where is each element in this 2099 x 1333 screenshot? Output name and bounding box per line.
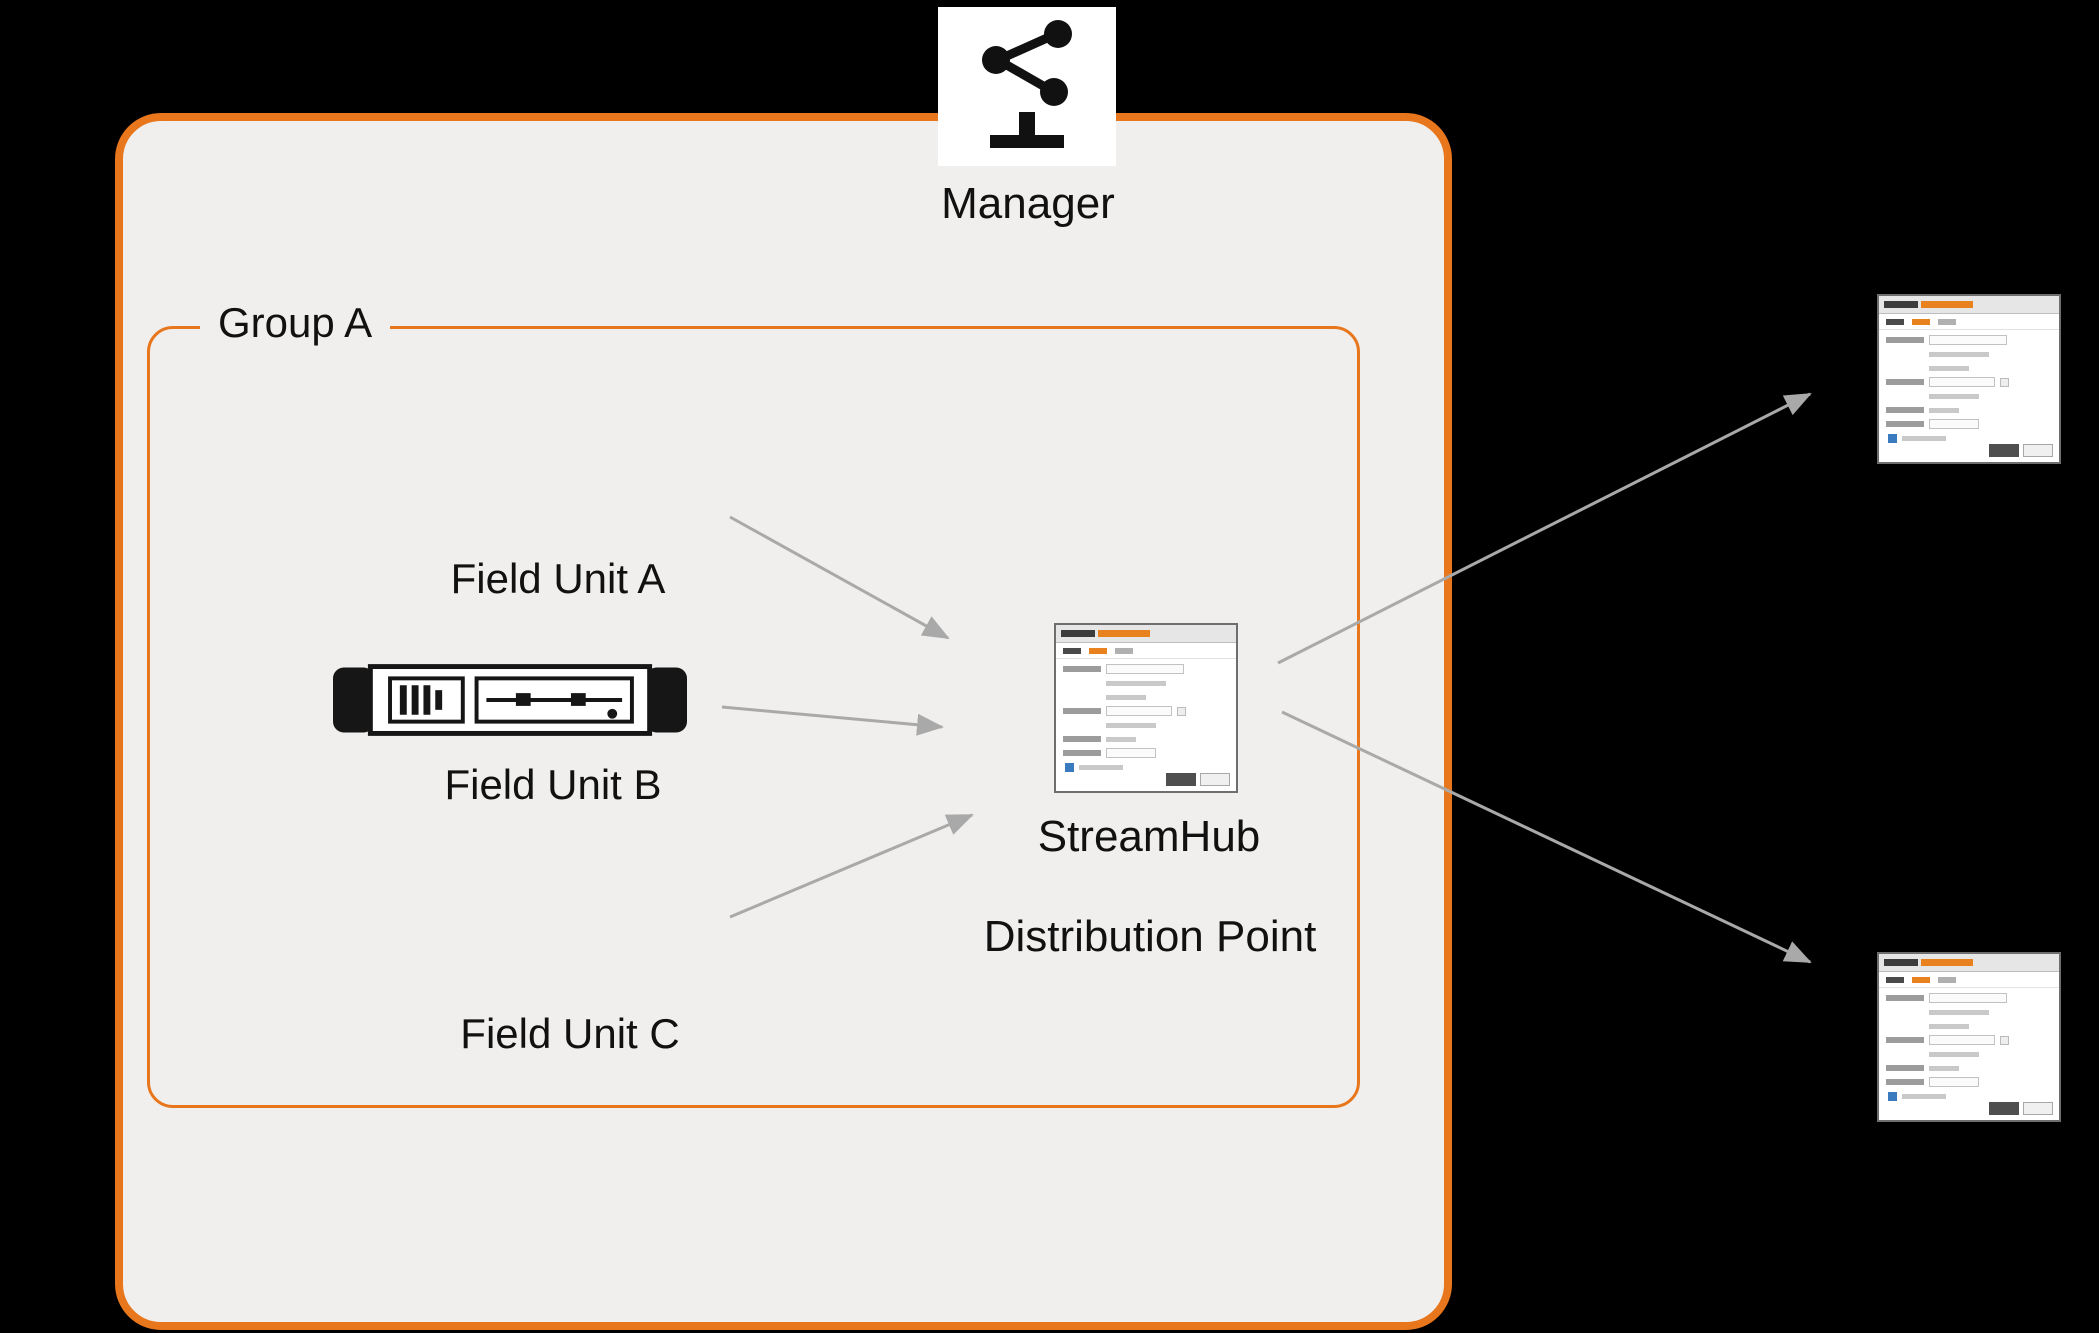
- streamhub-dialog-thumbnail: [1054, 623, 1238, 793]
- group-a-label: Group A: [200, 297, 391, 349]
- dialog-secondary-button: [1200, 773, 1230, 786]
- dialog-checkbox: [1065, 762, 1074, 772]
- monitor-base: [990, 135, 1064, 148]
- manager-monitor-icon: [938, 7, 1116, 166]
- field-unit-device-icon: [333, 664, 687, 736]
- monitor-stand: [1019, 112, 1035, 135]
- dialog-buttons: [1166, 773, 1230, 786]
- manager-label: Manager: [941, 179, 1115, 228]
- dialog-form: [1056, 659, 1236, 772]
- field-unit-a-label: Field Unit A: [450, 555, 666, 602]
- dialog-title-highlight: [1098, 630, 1150, 637]
- dialog-title-text: [1061, 630, 1095, 637]
- streamhub-label: StreamHub: [1037, 812, 1261, 861]
- field-unit-b-label: Field Unit B: [444, 761, 662, 808]
- distribution-point-label: Distribution Point: [983, 912, 1317, 961]
- dialog-primary-button: [1166, 773, 1196, 786]
- dialog-tabs: [1056, 643, 1236, 659]
- receiver-dialog-bottom: [1877, 952, 2061, 1122]
- share-icon: [982, 20, 1072, 148]
- field-unit-c-label: Field Unit C: [460, 1010, 680, 1057]
- dialog-titlebar: [1056, 625, 1236, 643]
- receiver-dialog-top: [1877, 294, 2061, 464]
